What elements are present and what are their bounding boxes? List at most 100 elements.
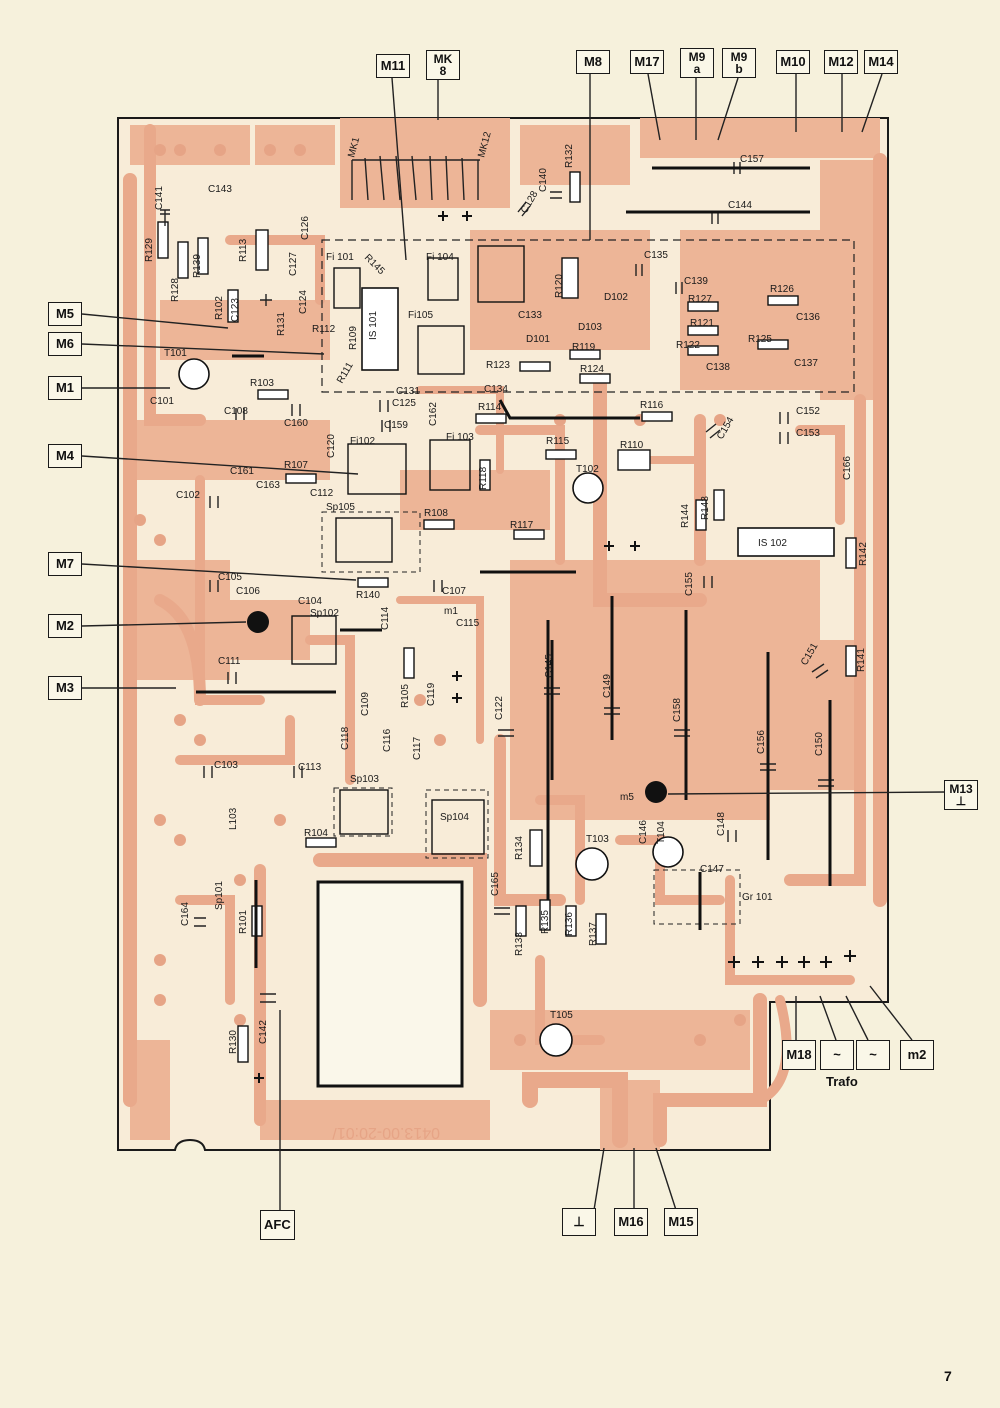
label-r123: R123 xyxy=(486,360,510,371)
label-t105: T105 xyxy=(550,1010,573,1021)
connector-ground: ⊥ xyxy=(562,1208,596,1236)
label-r139: R139 xyxy=(192,254,203,278)
label-c127: C127 xyxy=(288,252,299,276)
label-c133: C133 xyxy=(518,310,542,321)
label-r120: R120 xyxy=(554,274,565,298)
label-r112: R112 xyxy=(312,324,336,335)
connector-mk8-top: MK xyxy=(433,52,453,66)
label-sp103: Sp103 xyxy=(350,774,379,785)
connector-m1: M1 xyxy=(48,376,82,400)
label-l103: L103 xyxy=(228,807,239,830)
connector-m9b-top: M9 xyxy=(730,50,748,64)
label-c141: C141 xyxy=(154,186,165,210)
mk-contact-fan xyxy=(351,155,480,201)
label-c152: C152 xyxy=(796,406,820,417)
connector-m13: M13⊥ xyxy=(944,780,978,810)
label-gr101: Gr 101 xyxy=(742,892,773,903)
is102-body xyxy=(737,527,835,557)
copper-areas xyxy=(130,118,880,1150)
label-r119: R119 xyxy=(572,342,596,353)
plus-markings xyxy=(254,211,856,1083)
label-r142: R142 xyxy=(858,542,869,566)
label-m1: m1 xyxy=(444,606,458,617)
label-r136: R136 xyxy=(564,912,575,936)
label-m5: m5 xyxy=(620,792,634,803)
label-c143: C143 xyxy=(208,184,232,195)
jumper-wires xyxy=(196,166,832,968)
sp105-outline xyxy=(321,511,421,573)
label-r128: R128 xyxy=(170,278,181,302)
label-c118: C118 xyxy=(340,726,351,750)
connector-ac2: ~ xyxy=(856,1040,890,1070)
label-c149: C149 xyxy=(602,674,613,698)
capacitors xyxy=(160,162,834,1003)
label-r104: R104 xyxy=(304,828,328,839)
connector-mk8-bot: 8 xyxy=(439,64,447,78)
leader-lines xyxy=(81,73,947,1211)
label-c147: C147 xyxy=(700,864,724,875)
connector-m9a-top: M9 xyxy=(688,50,706,64)
connector-m6: M6 xyxy=(48,332,82,356)
page-number: 7 xyxy=(944,1368,952,1384)
label-r135: R135 xyxy=(540,910,551,934)
label-sp105: Sp105 xyxy=(326,502,355,513)
copper-traces xyxy=(123,124,887,1148)
label-c135: C135 xyxy=(644,250,668,261)
label-c166: C166 xyxy=(842,456,853,480)
label-r144: R144 xyxy=(680,504,691,528)
connector-m4: M4 xyxy=(48,444,82,468)
label-r134: R134 xyxy=(514,836,525,860)
label-r101: R101 xyxy=(238,910,249,934)
label-sp101: Sp101 xyxy=(214,881,225,910)
resistors xyxy=(157,171,857,1063)
label-c164: C164 xyxy=(180,902,191,926)
connector-m18: M18 xyxy=(782,1040,816,1070)
label-r131: R131 xyxy=(276,312,287,336)
label-c144: C144 xyxy=(728,200,752,211)
label-c109: C109 xyxy=(360,692,371,716)
label-c163: C163 xyxy=(256,480,280,491)
display-window xyxy=(316,880,464,1088)
label-r113: R113 xyxy=(238,238,249,262)
label-r127: R127 xyxy=(688,294,712,305)
label-sp102: Sp102 xyxy=(310,608,339,619)
label-r129: R129 xyxy=(144,238,155,262)
label-c158: C158 xyxy=(672,698,683,722)
label-r124: R124 xyxy=(580,364,604,375)
label-is101: IS 101 xyxy=(368,311,379,340)
label-c108: C108 xyxy=(224,406,248,417)
label-r103: R103 xyxy=(250,378,274,389)
label-r141: R141 xyxy=(856,648,867,672)
label-r109: R109 xyxy=(348,326,359,350)
label-r140: R140 xyxy=(356,590,380,601)
label-c119: C119 xyxy=(426,682,437,706)
label-d102: D102 xyxy=(604,292,628,303)
m5-test-point xyxy=(645,781,667,803)
label-t102: T102 xyxy=(576,464,599,475)
label-c123: C123 xyxy=(230,298,241,322)
label-c145: C145 xyxy=(544,654,555,678)
label-c162: C162 xyxy=(428,402,439,426)
ground-symbol-icon: ⊥ xyxy=(955,794,967,808)
label-c125: C125 xyxy=(392,398,416,409)
connector-m5: M5 xyxy=(48,302,82,326)
label-c101: C101 xyxy=(150,396,174,407)
label-c161: C161 xyxy=(230,466,254,477)
connector-m17: M17 xyxy=(630,50,664,74)
connector-m9b-bot: b xyxy=(735,62,743,76)
label-c157: C157 xyxy=(740,154,764,165)
label-mk1: MK1 xyxy=(346,136,362,159)
label-c148: C148 xyxy=(716,812,727,836)
label-c136: C136 xyxy=(796,312,820,323)
label-r115: R115 xyxy=(546,436,570,447)
connector-m10: M10 xyxy=(776,50,810,74)
label-c113: C113 xyxy=(298,762,322,773)
label-c120: C120 xyxy=(326,434,337,458)
connector-m14: M14 xyxy=(864,50,898,74)
label-c112: C112 xyxy=(310,488,334,499)
label-c102: C102 xyxy=(176,490,200,501)
label-c137: C137 xyxy=(794,358,818,369)
label-c131: C131 xyxy=(396,386,420,397)
